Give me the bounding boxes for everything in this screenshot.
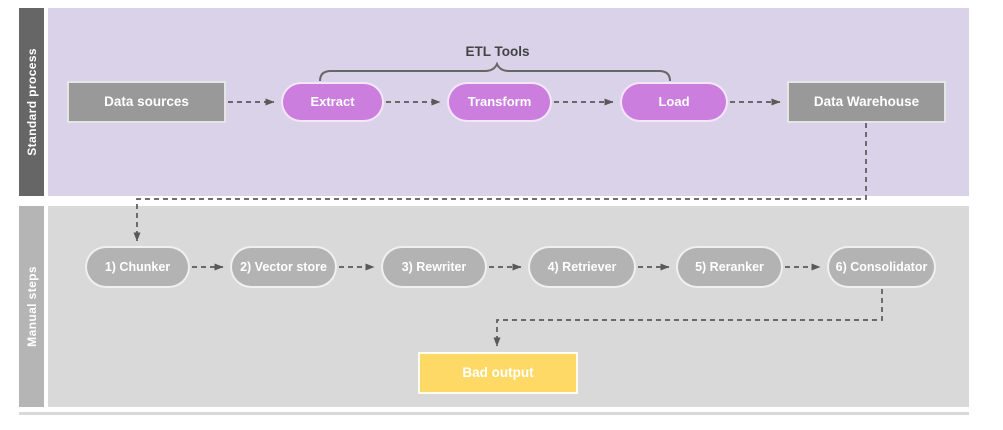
node-consolidator: 6) Consolidator xyxy=(827,246,936,288)
lane-manual-steps-strip: Manual steps xyxy=(19,206,44,407)
etl-tools-bracket-label: ETL Tools xyxy=(465,44,530,59)
node-reranker: 5) Reranker xyxy=(676,246,783,288)
node-data-sources: Data sources xyxy=(67,81,226,123)
node-extract: Extract xyxy=(281,82,384,122)
node-bad-output: Bad output xyxy=(418,352,578,394)
node-vector-store: 2) Vector store xyxy=(230,246,337,288)
lane-standard-process-strip: Standard process xyxy=(19,8,44,196)
node-chunker: 1) Chunker xyxy=(85,246,190,288)
bottom-divider-line xyxy=(19,412,969,415)
node-retriever: 4) Retriever xyxy=(528,246,636,288)
lane-standard-process-label: Standard process xyxy=(24,48,39,156)
lane-manual-steps-label: Manual steps xyxy=(24,266,39,347)
node-data-warehouse: Data Warehouse xyxy=(787,81,946,123)
node-rewriter: 3) Rewriter xyxy=(381,246,487,288)
node-transform: Transform xyxy=(447,82,552,122)
node-load: Load xyxy=(620,82,728,122)
